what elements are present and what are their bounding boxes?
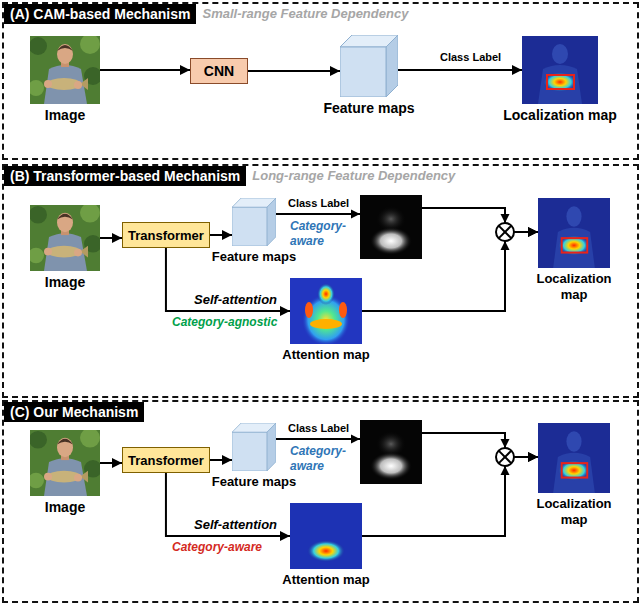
- picture: [538, 198, 610, 268]
- flow-arrow: [398, 69, 522, 71]
- process-box: Transformer: [122, 447, 210, 473]
- arrowhead: [501, 214, 510, 223]
- caption: Localization map: [529, 496, 619, 528]
- picture: [290, 503, 362, 569]
- picture: [522, 36, 598, 104]
- image-thumbnail: [30, 36, 100, 104]
- annotation: Category-aware: [290, 219, 352, 249]
- feature-cube: [232, 423, 276, 471]
- multiply-cross: [499, 451, 512, 464]
- multiply-symbol: [496, 223, 514, 241]
- image-thumbnail: [522, 36, 598, 104]
- feature-cube: [232, 198, 276, 246]
- image-node: Image: [15, 205, 115, 290]
- caption: Localization map: [503, 107, 617, 123]
- picture: [290, 278, 362, 344]
- image-node: Localization map: [529, 198, 619, 303]
- image-node: Image: [15, 36, 115, 123]
- image-node: Image: [15, 430, 115, 515]
- feature-cube: [340, 35, 398, 97]
- box-label: Transformer: [128, 228, 204, 243]
- panel-title: (A) CAM-based Mechanism: [4, 4, 196, 24]
- annotation: Category-aware: [290, 444, 352, 474]
- arrowhead: [501, 439, 510, 448]
- panel-subtitle: Long-range Feature Dependency: [246, 166, 461, 186]
- flow-arrow: [210, 234, 232, 236]
- image-node: Localization map: [529, 423, 619, 528]
- caption: Image: [45, 274, 85, 290]
- edge-label: Self-attention: [194, 517, 277, 532]
- arrowhead: [351, 435, 360, 444]
- multiply-cross: [499, 226, 512, 239]
- image-thumbnail: [290, 503, 362, 569]
- flow-arrow: [100, 237, 122, 239]
- edge-label: Class Label: [288, 421, 349, 436]
- edge-label: Class Label: [288, 196, 349, 211]
- panel-title: (B) Transformer-based Mechanism: [4, 166, 246, 186]
- category-map: [360, 420, 422, 484]
- image-thumbnail: [30, 430, 100, 496]
- caption: Localization map: [529, 271, 619, 303]
- image-thumbnail: [290, 278, 362, 344]
- multiply-cross: [499, 226, 512, 239]
- flow-arrow: [248, 70, 340, 72]
- image-node: Feature maps: [319, 35, 419, 116]
- flow-arrow: [210, 459, 232, 461]
- edge-label: Self-attention: [194, 292, 277, 307]
- panel-heading: (B) Transformer-based MechanismLong-rang…: [4, 166, 461, 186]
- image-thumbnail: [538, 198, 610, 268]
- multiply-cross: [499, 451, 512, 464]
- panel-subtitle: Small-range Feature Dependency: [196, 4, 414, 24]
- picture: [30, 430, 100, 496]
- panel-frame: (A) CAM-based MechanismSmall-range Featu…: [2, 2, 639, 160]
- panel-heading: (A) CAM-based MechanismSmall-range Featu…: [4, 4, 414, 24]
- annotation: Category-agnostic: [172, 315, 277, 330]
- picture: [538, 423, 610, 493]
- arrowhead: [351, 210, 360, 219]
- box-label: Transformer: [128, 453, 204, 468]
- caption: Attention map: [282, 347, 369, 363]
- panel-title: (C) Our Mechanism: [4, 402, 144, 422]
- image-node: Attention map: [271, 278, 381, 363]
- picture: [30, 205, 100, 271]
- process-box: CNN: [190, 58, 248, 84]
- picture: [30, 36, 100, 104]
- annotation: Category-aware: [172, 540, 262, 555]
- arrowhead: [501, 466, 510, 475]
- flow-arrow: [100, 462, 122, 464]
- image-thumbnail: [538, 423, 610, 493]
- picture: [232, 423, 276, 471]
- caption: Feature maps: [323, 100, 414, 116]
- flow-arrow: [100, 69, 190, 71]
- caption: Image: [45, 107, 85, 123]
- image-thumbnail: [30, 205, 100, 271]
- image-node: Attention map: [271, 503, 381, 588]
- process-box: Transformer: [122, 222, 210, 248]
- box-label: CNN: [204, 63, 234, 79]
- picture: [340, 35, 398, 97]
- caption: Feature maps: [212, 474, 297, 490]
- category-map: [360, 195, 422, 259]
- caption: Attention map: [282, 572, 369, 588]
- picture: [232, 198, 276, 246]
- image-node: Localization map: [495, 36, 625, 123]
- multiply-symbol: [496, 448, 514, 466]
- edge-label: Class Label: [440, 50, 501, 65]
- arrowhead: [501, 241, 510, 250]
- caption: Image: [45, 499, 85, 515]
- caption: Feature maps: [212, 249, 297, 265]
- panel-heading: (C) Our Mechanism: [4, 402, 144, 422]
